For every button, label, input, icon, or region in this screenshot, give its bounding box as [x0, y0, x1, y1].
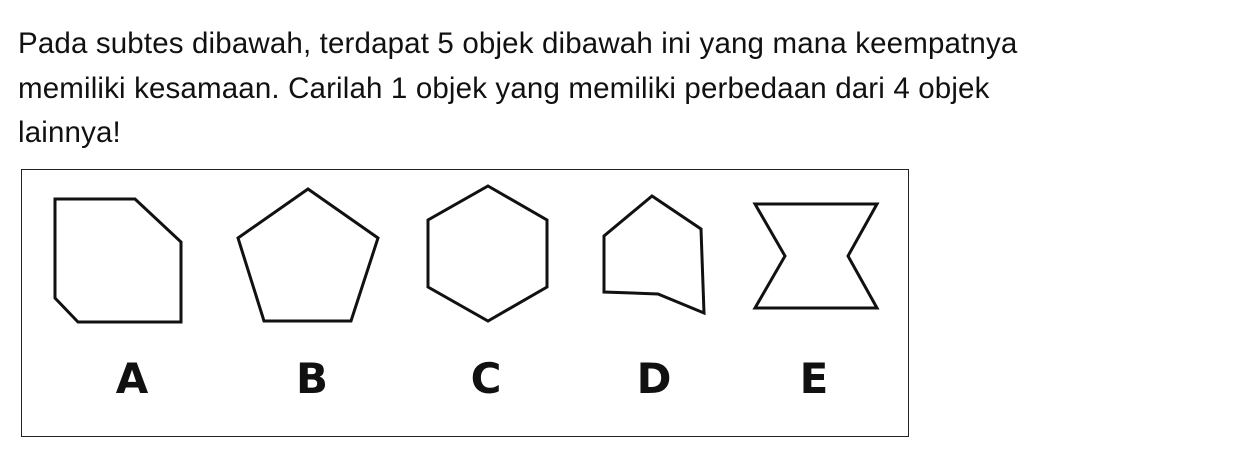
option-c-label[interactable]: C — [470, 354, 502, 403]
figure-box — [21, 169, 909, 437]
option-a-label[interactable]: A — [115, 354, 149, 403]
irregular-pentagon-icon — [602, 194, 706, 316]
hourglass-icon — [752, 202, 880, 310]
hexagon-icon — [426, 184, 549, 323]
question-line-2: memiliki kesamaan. Carilah 1 objek yang … — [18, 71, 990, 105]
option-b-label[interactable]: B — [295, 354, 328, 403]
option-e-label[interactable]: E — [799, 354, 829, 403]
option-d-label[interactable]: D — [636, 354, 672, 403]
question-text: Pada subtes dibawah, terdapat 5 objek di… — [18, 22, 1240, 156]
octagon-icon — [53, 197, 183, 324]
pentagon-icon — [236, 187, 380, 323]
question-line-1: Pada subtes dibawah, terdapat 5 objek di… — [18, 27, 1018, 60]
question-line-3: lainnya! — [18, 116, 121, 149]
